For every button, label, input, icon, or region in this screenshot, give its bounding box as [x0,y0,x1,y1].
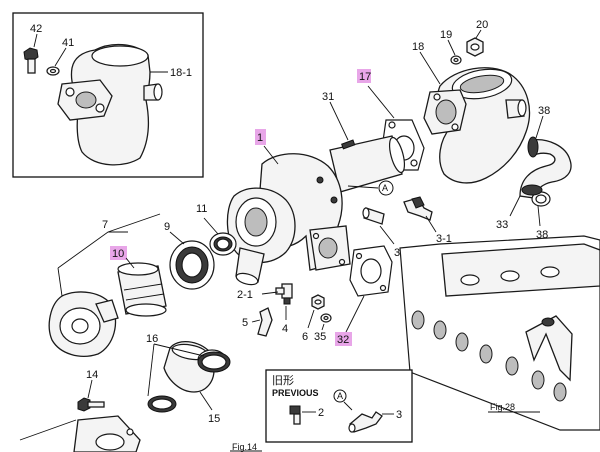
label-2-1: 2-1 [237,289,253,301]
label-5: 5 [242,317,248,329]
fitting-2-1 [275,283,293,305]
exhaust-elbow-18 [423,67,531,184]
label-fig-14: Fig.14 [232,442,257,452]
washer-41 [46,66,60,76]
label-7: 7 [102,219,108,231]
clamp-ring-11 [209,232,237,256]
air-cleaner-cover-7 [48,291,119,357]
label-10: 10 [112,248,124,260]
label-15: 15 [208,413,220,425]
label-17: 17 [359,71,371,83]
connector-a-callout: A [347,180,394,196]
label-41: 41 [62,37,74,49]
label-38-top: 38 [538,105,550,117]
label-previous-a: A [337,391,343,401]
label-a-main: A [382,183,388,193]
previous-fitting-2 [289,405,301,425]
previous-title-jp: 旧形 [272,374,294,387]
connector-34 [362,207,385,225]
nut-20 [466,37,484,57]
previous-title-en: PREVIOUS [272,388,319,398]
bolt-14 [77,397,105,412]
label-32: 32 [337,334,349,346]
label-31: 31 [322,91,334,103]
elbow-pipe-18-1 [57,43,163,166]
pipe-5 [257,307,273,337]
label-35: 35 [314,331,326,343]
turbocharger-1 [226,153,351,286]
label-18-1: 18-1 [170,67,192,79]
seal-9 [169,240,215,290]
label-11: 11 [196,203,207,215]
gasket-32 [349,245,393,297]
previous-version-box: 旧形 PREVIOUS 2 A 3 [265,369,413,443]
label-9: 9 [164,221,170,233]
bottom-flange [73,415,141,452]
nut-6 [311,294,325,310]
label-19: 19 [440,29,452,41]
label-33: 33 [496,219,508,231]
gasket-17 [381,119,425,171]
filter-element-10 [117,262,167,317]
inset-detail-box: 42 41 18-1 [12,12,204,178]
label-fig-28: Fig.28 [490,402,515,412]
bolt-42 [23,47,39,74]
label-42: 42 [30,23,42,35]
label-3-1: 3-1 [436,233,452,245]
label-previous-3: 3 [396,409,402,421]
elbow-fitting-3-1 [403,196,433,221]
washer-19 [450,55,462,65]
hose-clamps-16 [147,351,231,413]
label-14: 14 [86,369,98,381]
hose-33 [519,136,572,207]
label-16: 16 [146,333,158,345]
exhaust-pipe-31 [329,135,406,193]
label-6: 6 [302,331,308,343]
label-1: 1 [257,132,263,144]
previous-elbow-3 [348,411,383,433]
label-18: 18 [412,41,424,53]
washer-35 [320,313,332,323]
label-4: 4 [282,323,288,335]
label-20: 20 [476,19,488,31]
label-previous-2: 2 [318,407,324,419]
engine-manifold-block [399,235,600,431]
